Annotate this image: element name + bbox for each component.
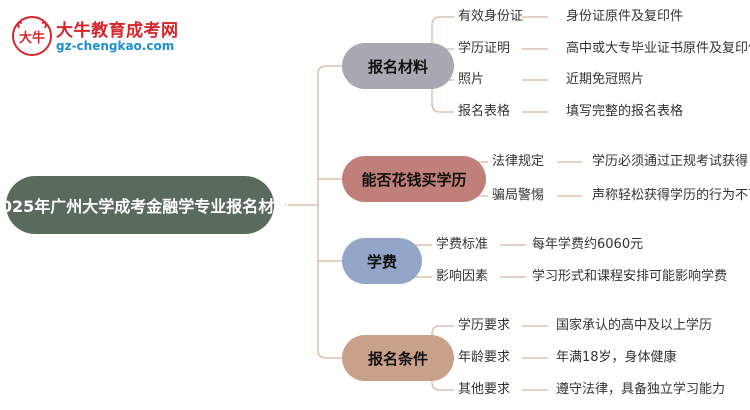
leaf-key: 学费标准 — [436, 237, 489, 252]
leaf-connector — [431, 16, 454, 26]
leaf-key: 骗局警惕 — [492, 188, 545, 203]
leaf-value: 遵守法律，具备独立学习能力 — [556, 382, 726, 397]
leaf-connector — [431, 381, 454, 391]
leaf-value: 高中或大专毕业证书原件及复印件 — [566, 41, 750, 56]
leaf-key: 照片 — [458, 72, 485, 87]
branch-label: 能否花钱买学历 — [361, 170, 467, 189]
branch-connector — [317, 349, 342, 359]
leaf-value: 近期免冠照片 — [566, 72, 645, 87]
leaf-connector — [431, 103, 454, 113]
branch-conditions: 报名条件 — [342, 335, 454, 381]
branch-buy-degree: 能否花钱买学历 — [342, 156, 486, 202]
leaf-value: 年满18岁，身体健康 — [556, 350, 677, 365]
leaf-connector — [431, 325, 454, 335]
branch-label: 报名材料 — [367, 57, 428, 76]
leaf-value: 声称轻松获得学历的行为不可信 — [592, 188, 750, 203]
site-name: 大牛教育成考网 — [56, 21, 179, 41]
bull-logo-icon: 大牛 — [12, 16, 52, 56]
logo-mark-glyph: 大牛 — [19, 30, 45, 46]
leaf-key: 其他要求 — [458, 382, 511, 397]
branch-materials: 报名材料 — [342, 43, 454, 89]
branch-label: 报名条件 — [367, 349, 428, 368]
leaf-value: 每年学费约6060元 — [532, 237, 644, 252]
leaf-value: 身份证原件及复印件 — [566, 9, 684, 24]
site-logo[interactable]: 大牛 大牛教育成考网 gz-chengkao.com — [10, 14, 178, 58]
leaf-key: 有效身份证 — [458, 9, 524, 24]
leaf-key: 影响因素 — [436, 269, 489, 284]
leaf-key: 法律规定 — [492, 154, 545, 169]
leaf-key: 学历证明 — [458, 41, 511, 56]
branch-label: 学费 — [366, 252, 397, 271]
branch-connector — [317, 65, 342, 75]
root-label: 2025年广州大学成考金融学专业报名材料 — [0, 197, 291, 216]
branch-tuition: 学费 — [342, 238, 422, 284]
leaf-value: 学习形式和课程安排可能影响学费 — [532, 269, 728, 284]
leaf-value: 学历必须通过正规考试获得 — [592, 154, 749, 169]
root-node: 2025年广州大学成考金融学专业报名材料 — [0, 176, 290, 234]
site-url: gz-chengkao.com — [56, 39, 175, 53]
leaf-value: 国家承认的高中及以上学历 — [556, 318, 713, 333]
leaf-key: 报名表格 — [458, 104, 511, 119]
leaf-key: 学历要求 — [458, 318, 511, 333]
leaf-value: 填写完整的报名表格 — [566, 104, 684, 119]
leaf-key: 年龄要求 — [458, 350, 511, 365]
